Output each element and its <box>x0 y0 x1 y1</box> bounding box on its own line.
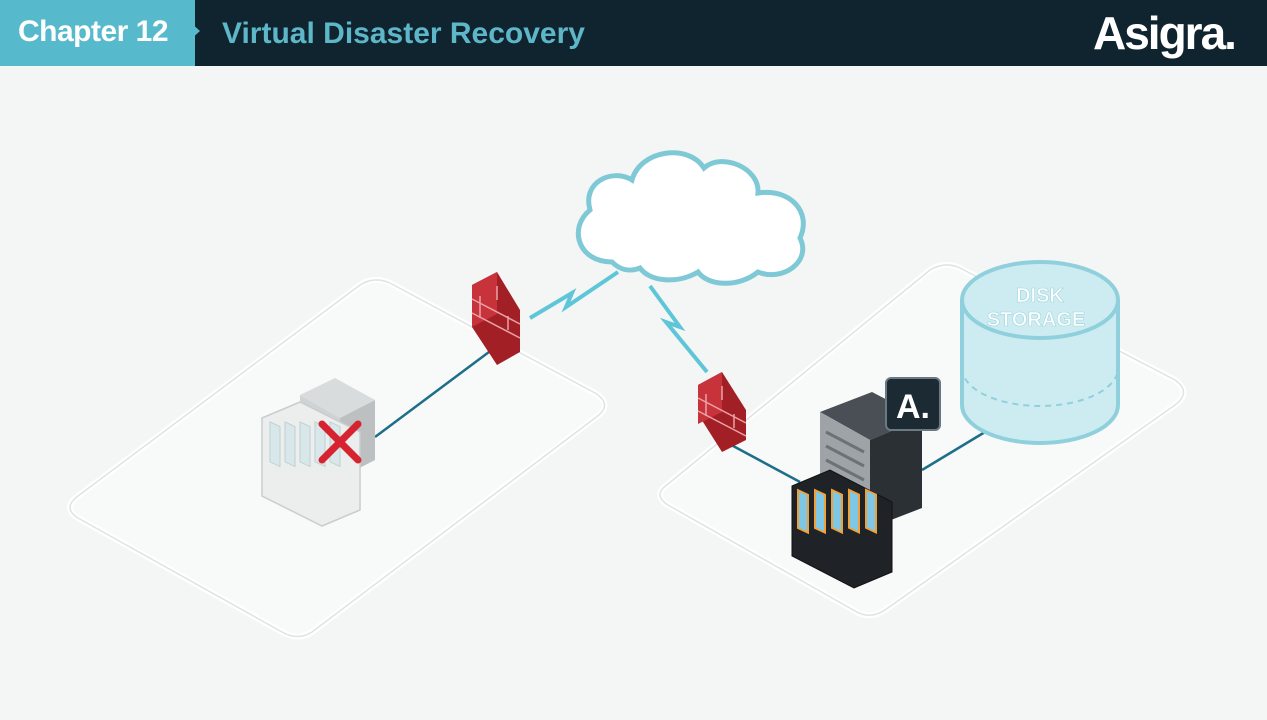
chapter-header: Chapter 12 Virtual Disaster Recovery Asi… <box>0 0 1267 66</box>
primary-link-line <box>374 344 498 439</box>
asigra-badge-label: A. <box>896 388 930 426</box>
asigra-badge-icon: A. <box>885 377 941 431</box>
primary-firewall-icon <box>471 272 521 365</box>
chapter-label: Chapter 12 <box>18 15 169 48</box>
failure-x-icon <box>318 420 362 464</box>
asigra-logo: Asigra. <box>1093 7 1237 59</box>
disk-storage-icon: DISK STORAGE <box>960 260 1120 445</box>
storage-link-line <box>921 430 986 472</box>
recovery-appliance-icon <box>791 392 922 589</box>
recovery-link-line <box>721 438 801 484</box>
disk-storage-label-line1: DISK <box>1016 285 1064 307</box>
recovery-firewall-icon <box>697 372 747 452</box>
chapter-title: Virtual Disaster Recovery <box>222 17 585 50</box>
disk-storage-label-line2: STORAGE <box>987 309 1086 331</box>
left-lightning-icon <box>528 270 620 320</box>
cloud-icon <box>575 150 806 286</box>
chapter-tab: Chapter 12 <box>0 0 195 66</box>
right-lightning-icon <box>648 284 709 374</box>
chapter-arrow-icon <box>190 22 200 40</box>
disaster-recovery-diagram: A. DISK STORAGE <box>67 150 1187 640</box>
